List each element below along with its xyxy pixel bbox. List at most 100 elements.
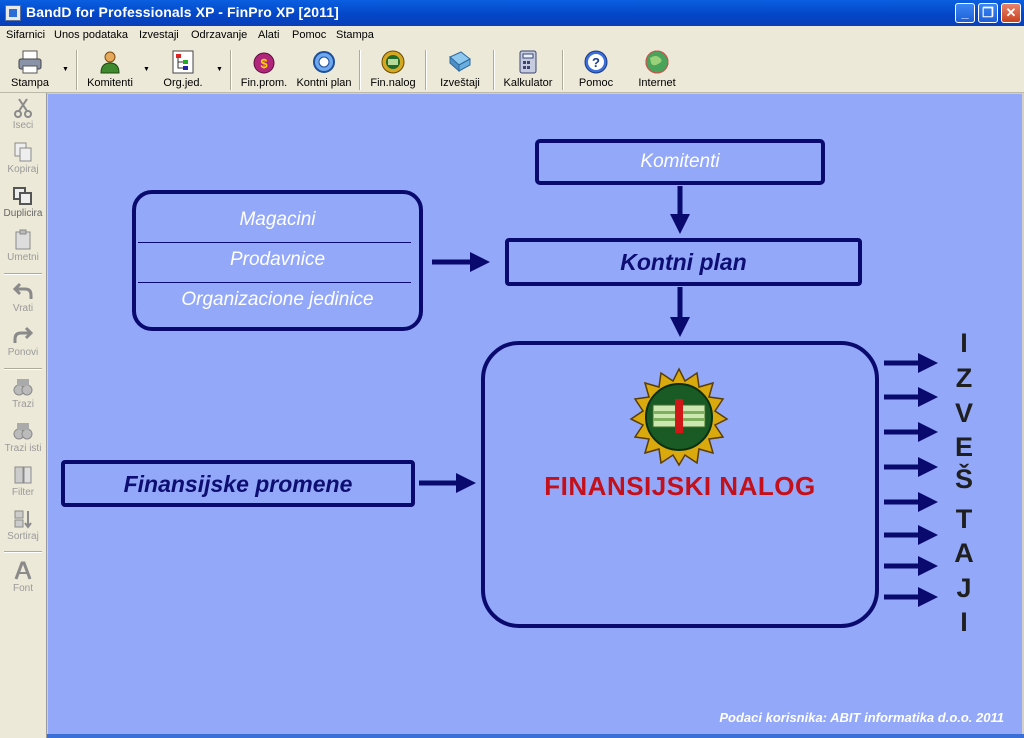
duplicira-button[interactable]: Duplicira [0, 185, 46, 219]
izvestaji-letter: Z [955, 363, 973, 393]
calculator-icon [519, 50, 537, 74]
trazi-label: Trazi [12, 399, 34, 410]
app-icon[interactable] [5, 5, 21, 21]
printer-icon [18, 50, 42, 74]
menu-izvestaji[interactable]: Izvestaji [139, 29, 179, 41]
svg-text:?: ? [592, 55, 600, 70]
arrows-nalog-to-izvestaji [884, 353, 938, 607]
toolbar-separator [359, 50, 361, 90]
kopiraj-button[interactable]: Kopiraj [0, 141, 46, 175]
divider [138, 242, 411, 243]
font-button[interactable]: Font [0, 560, 46, 594]
sortiraj-label: Sortiraj [7, 531, 39, 542]
finansijske-promene-box[interactable]: Finansijske promene [61, 460, 415, 507]
finnalog-button[interactable]: Fin.nalog [366, 48, 420, 92]
binoculars-next-icon [13, 423, 33, 440]
person-icon [100, 51, 120, 74]
kalkulator-label: Kalkulator [503, 77, 553, 89]
stampa-label: Stampa [11, 77, 49, 89]
komitenti-text: Komitenti [640, 151, 720, 172]
komitenti-label: Komitenti [87, 77, 133, 89]
money-seal-icon [381, 50, 405, 74]
izvestaji-letter: A [954, 538, 974, 568]
ponovi-button[interactable]: Ponovi [0, 324, 46, 358]
orgjed-label: Org.jed. [163, 77, 203, 89]
izvestaji-letter: J [956, 573, 972, 603]
trazi-button[interactable]: Trazi [0, 376, 46, 410]
sortiraj-button[interactable]: Sortiraj [0, 508, 46, 542]
izvestaji-button[interactable]: Izveštaji [434, 48, 486, 92]
internet-label: Internet [638, 77, 676, 89]
main-toolbar: Stampa ▼ Komitenti ▼ Org.jed. ▼ $ Fin.pr… [0, 46, 1024, 93]
finnalog-label: Fin.nalog [370, 77, 416, 89]
stampa-dropdown-icon[interactable]: ▼ [62, 66, 69, 73]
maximize-button[interactable]: ❐ [978, 3, 998, 23]
finansijski-nalog-box[interactable]: FINANSIJSKI NALOG [481, 341, 879, 628]
redo-icon [13, 326, 34, 343]
finprom-button[interactable]: $ Fin.prom. [238, 48, 290, 92]
iseci-button[interactable]: Iseci [0, 97, 46, 131]
undo-icon [12, 282, 33, 299]
menu-alati[interactable]: Alati [258, 29, 280, 41]
duplicate-icon [13, 187, 32, 205]
toolbar-separator [562, 50, 564, 90]
help-icon: ? [584, 50, 608, 74]
money-seal-icon [629, 367, 729, 467]
komitenti-box[interactable]: Komitenti [535, 139, 825, 185]
kontniplan-button[interactable]: Kontni plan [294, 48, 354, 92]
vrati-label: Vrati [12, 303, 34, 314]
prodavnice-text[interactable]: Prodavnice [229, 249, 326, 270]
komitenti-button[interactable]: Komitenti [84, 48, 136, 92]
menu-pomoc[interactable]: Pomoc [292, 29, 327, 41]
filter-icon [14, 466, 32, 484]
orgjed-button[interactable]: Org.jed. [160, 48, 206, 92]
sidebar-separator [4, 551, 42, 553]
sort-icon [14, 510, 32, 529]
title-bar: BandD for Professionals XP - FinPro XP [… [0, 0, 1024, 26]
kontni-plan-text: Kontni plan [620, 249, 747, 275]
komitenti-dropdown-icon[interactable]: ▼ [143, 66, 150, 73]
trazi-isti-button[interactable]: Trazi isti [0, 420, 46, 454]
iseci-label: Iseci [12, 120, 34, 131]
stampa-button[interactable]: Stampa [6, 48, 54, 92]
menu-bar: Sifarnici Unos podataka Izvestaji Odrzav… [0, 26, 1024, 46]
orgjed-dropdown-icon[interactable]: ▼ [216, 66, 223, 73]
menu-sifarnici[interactable]: Sifarnici [6, 29, 46, 41]
internet-button[interactable]: Internet [632, 48, 682, 92]
scissors-icon [14, 98, 32, 118]
org-chart-icon [172, 50, 194, 74]
kontni-plan-box[interactable]: Kontni plan [505, 238, 862, 286]
menu-stampa[interactable]: Stampa [336, 29, 374, 41]
trazi-isti-label: Trazi isti [4, 443, 42, 454]
binoculars-icon [13, 379, 33, 396]
font-icon [14, 561, 32, 580]
menu-unos-podataka[interactable]: Unos podataka [54, 29, 128, 41]
vrati-button[interactable]: Vrati [0, 280, 46, 314]
ponovi-label: Ponovi [7, 347, 39, 358]
toolbar-separator [76, 50, 78, 90]
close-button[interactable]: ✕ [1001, 3, 1021, 23]
window-title: BandD for Professionals XP - FinPro XP [… [26, 4, 339, 20]
pomoc-button[interactable]: ? Pomoc [572, 48, 620, 92]
magacini-text[interactable]: Magacini [239, 209, 316, 230]
izvestaji-label: Izveštaji [440, 77, 480, 89]
main-canvas: Komitenti Magacini Prodavnice Organizaci… [48, 94, 1022, 734]
money-bag-icon: $ [253, 52, 275, 74]
menu-odrzavanje[interactable]: Odrzavanje [191, 29, 248, 41]
finansijske-promene-text: Finansijske promene [123, 471, 353, 497]
report-book-icon [449, 51, 471, 73]
duplicira-label: Duplicira [3, 208, 43, 219]
divider [138, 282, 411, 283]
globe-icon [645, 50, 669, 74]
umetni-button[interactable]: Umetni [0, 229, 46, 263]
minimize-button[interactable]: _ [955, 3, 975, 23]
organizacione-jedinice-text[interactable]: Organizacione jedinice [181, 289, 374, 310]
sidebar-separator [4, 368, 42, 370]
window-bottom-border [47, 734, 1024, 738]
filter-button[interactable]: Filter [0, 464, 46, 498]
kopiraj-label: Kopiraj [7, 164, 39, 175]
kalkulator-button[interactable]: Kalkulator [500, 48, 556, 92]
magacini-group-box: Magacini Prodavnice Organizacione jedini… [132, 190, 423, 331]
izvestaji-letter: T [955, 504, 973, 534]
izvestaji-letter: I [960, 328, 968, 358]
